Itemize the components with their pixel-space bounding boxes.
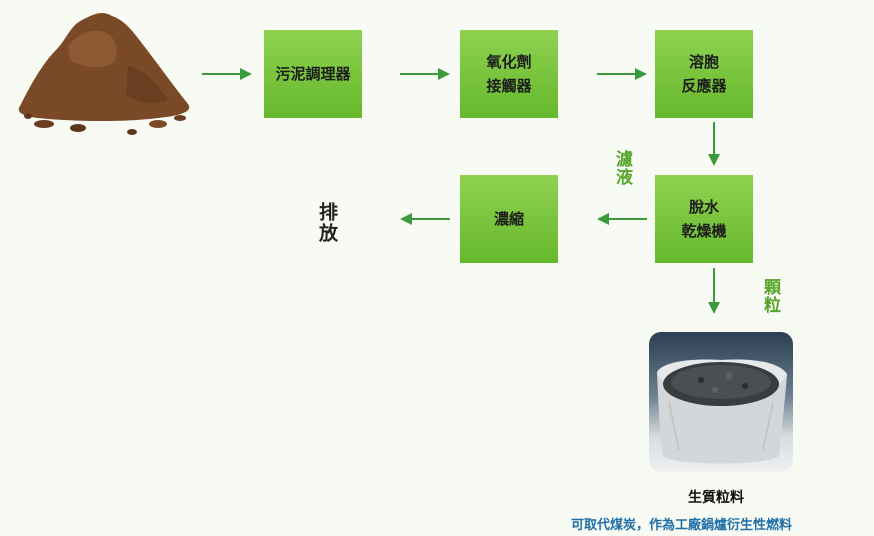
dewatering-dryer-box: 脫水 乾燥機 bbox=[655, 175, 753, 263]
sludge-pile-illustration bbox=[18, 13, 190, 135]
arrow-conditioner-to-contactor bbox=[400, 68, 450, 80]
discharge-label: 排放 bbox=[316, 202, 338, 244]
filtrate-label: 濾液 bbox=[612, 150, 632, 186]
lysis-reactor-box: 溶胞 反應器 bbox=[655, 30, 753, 118]
biomass-pellet-bag-image bbox=[649, 332, 793, 472]
arrow-pile-to-conditioner bbox=[202, 68, 252, 80]
product-name: 生質粒料 bbox=[688, 490, 744, 506]
arrow-concentration-to-discharge bbox=[400, 213, 450, 225]
sludge-conditioner-box: 污泥調理器 bbox=[264, 30, 362, 118]
arrow-contactor-to-reactor bbox=[597, 68, 647, 80]
arrow-dryer-to-product bbox=[708, 268, 720, 314]
arrow-reactor-to-dryer bbox=[708, 122, 720, 166]
concentration-box: 濃縮 bbox=[460, 175, 558, 263]
oxidant-contactor-box: 氧化劑 接觸器 bbox=[460, 30, 558, 118]
arrow-dryer-to-concentration bbox=[597, 213, 647, 225]
granules-label: 顆粒 bbox=[760, 278, 780, 314]
product-note: 可取代煤炭，作為工廠鍋爐衍生性燃料 bbox=[571, 518, 793, 533]
